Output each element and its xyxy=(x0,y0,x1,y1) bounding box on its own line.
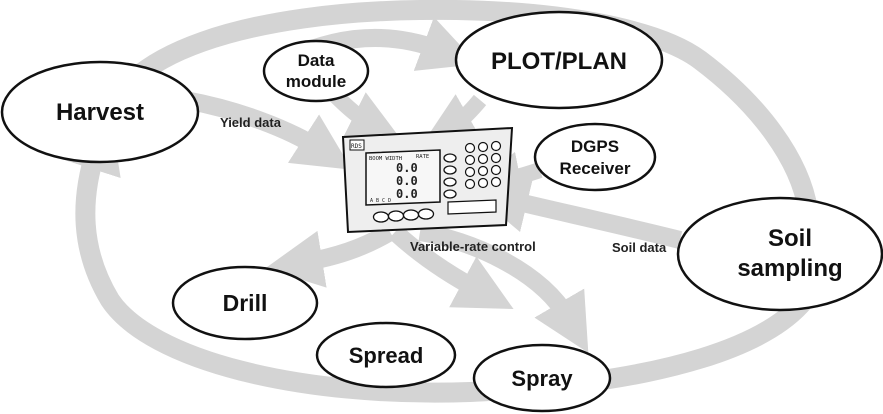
node-harvest: Harvest xyxy=(0,60,200,164)
keypad-key[interactable] xyxy=(477,141,489,153)
arrow-bottom-arc xyxy=(59,107,830,403)
lcd-footer: A B C D xyxy=(370,198,391,204)
device-bottom-buttons xyxy=(372,208,435,223)
keypad-key[interactable] xyxy=(490,164,502,176)
bottom-button[interactable] xyxy=(417,208,435,220)
lcd-screen: BOOM WIDTH RATE 0.0 0.0 0.0 A B C D xyxy=(365,149,441,206)
keypad-key[interactable] xyxy=(490,152,502,164)
edge-label-soil-data: Soil data xyxy=(612,240,667,255)
keypad-key[interactable] xyxy=(464,166,476,178)
side-button[interactable] xyxy=(443,165,457,175)
arrow-plot-to-device xyxy=(423,94,487,142)
node-soil-sampling: Soil sampling xyxy=(676,196,883,312)
node-dgps-receiver: DGPS Receiver xyxy=(533,122,657,192)
node-soil-label-line1: Soil xyxy=(768,225,812,252)
keypad-key[interactable] xyxy=(477,165,489,177)
arrow-data-module-to-device xyxy=(329,89,401,139)
bottom-button[interactable] xyxy=(402,209,420,221)
device-logo: RDS xyxy=(351,143,362,150)
keypad-key[interactable] xyxy=(490,176,502,188)
lcd-value-3: 0.0 xyxy=(396,187,418,201)
arrow-to-drill xyxy=(265,224,395,288)
node-drill-label: Drill xyxy=(223,290,268,316)
edge-label-yield-data: Yield data xyxy=(220,115,282,130)
node-spread-label: Spread xyxy=(349,343,424,368)
lcd-value-1: 0.0 xyxy=(396,161,418,175)
device-keypad xyxy=(464,140,502,190)
device-card-slot xyxy=(447,199,497,215)
arrow-to-spread xyxy=(388,225,514,310)
node-spray: Spray xyxy=(472,343,612,413)
lcd-header-right: RATE xyxy=(416,154,429,160)
bottom-button[interactable] xyxy=(387,210,405,222)
keypad-key[interactable] xyxy=(464,142,476,154)
node-plot-plan: PLOT/PLAN xyxy=(454,10,664,110)
keypad-key[interactable] xyxy=(490,140,502,152)
node-harvest-label: Harvest xyxy=(56,99,144,126)
lcd-header-left: BOOM WIDTH xyxy=(369,156,402,162)
lcd-value-2: 0.0 xyxy=(396,174,418,188)
node-dgps-label-line1: DGPS xyxy=(571,137,619,156)
device-logo-box xyxy=(349,139,365,151)
node-data-module: Data module xyxy=(262,39,370,103)
node-spray-label: Spray xyxy=(511,366,573,391)
keypad-key[interactable] xyxy=(477,177,489,189)
node-drill: Drill xyxy=(171,265,319,341)
keypad-key[interactable] xyxy=(464,178,476,190)
node-soil-label-line2: sampling xyxy=(737,255,842,282)
node-data-module-label-line1: Data xyxy=(298,51,335,70)
node-data-module-label-line2: module xyxy=(286,72,346,91)
bottom-button[interactable] xyxy=(372,211,390,223)
side-button[interactable] xyxy=(443,189,457,199)
arrow-yield-data xyxy=(183,91,352,170)
side-button[interactable] xyxy=(443,177,457,187)
keypad-key[interactable] xyxy=(477,153,489,165)
keypad-key[interactable] xyxy=(464,154,476,166)
arrow-soil-data xyxy=(470,176,683,249)
arrow-to-spray xyxy=(418,223,589,353)
node-spread: Spread xyxy=(315,321,457,389)
node-plot-plan-label: PLOT/PLAN xyxy=(491,48,627,75)
edge-label-variable-rate-control: Variable-rate control xyxy=(410,239,536,254)
node-dgps-label-line2: Receiver xyxy=(560,159,631,178)
control-console-device: RDS BOOM WIDTH RATE 0.0 0.0 0.0 A B C D xyxy=(341,126,514,234)
side-button[interactable] xyxy=(443,153,457,163)
device-side-buttons xyxy=(443,153,457,199)
